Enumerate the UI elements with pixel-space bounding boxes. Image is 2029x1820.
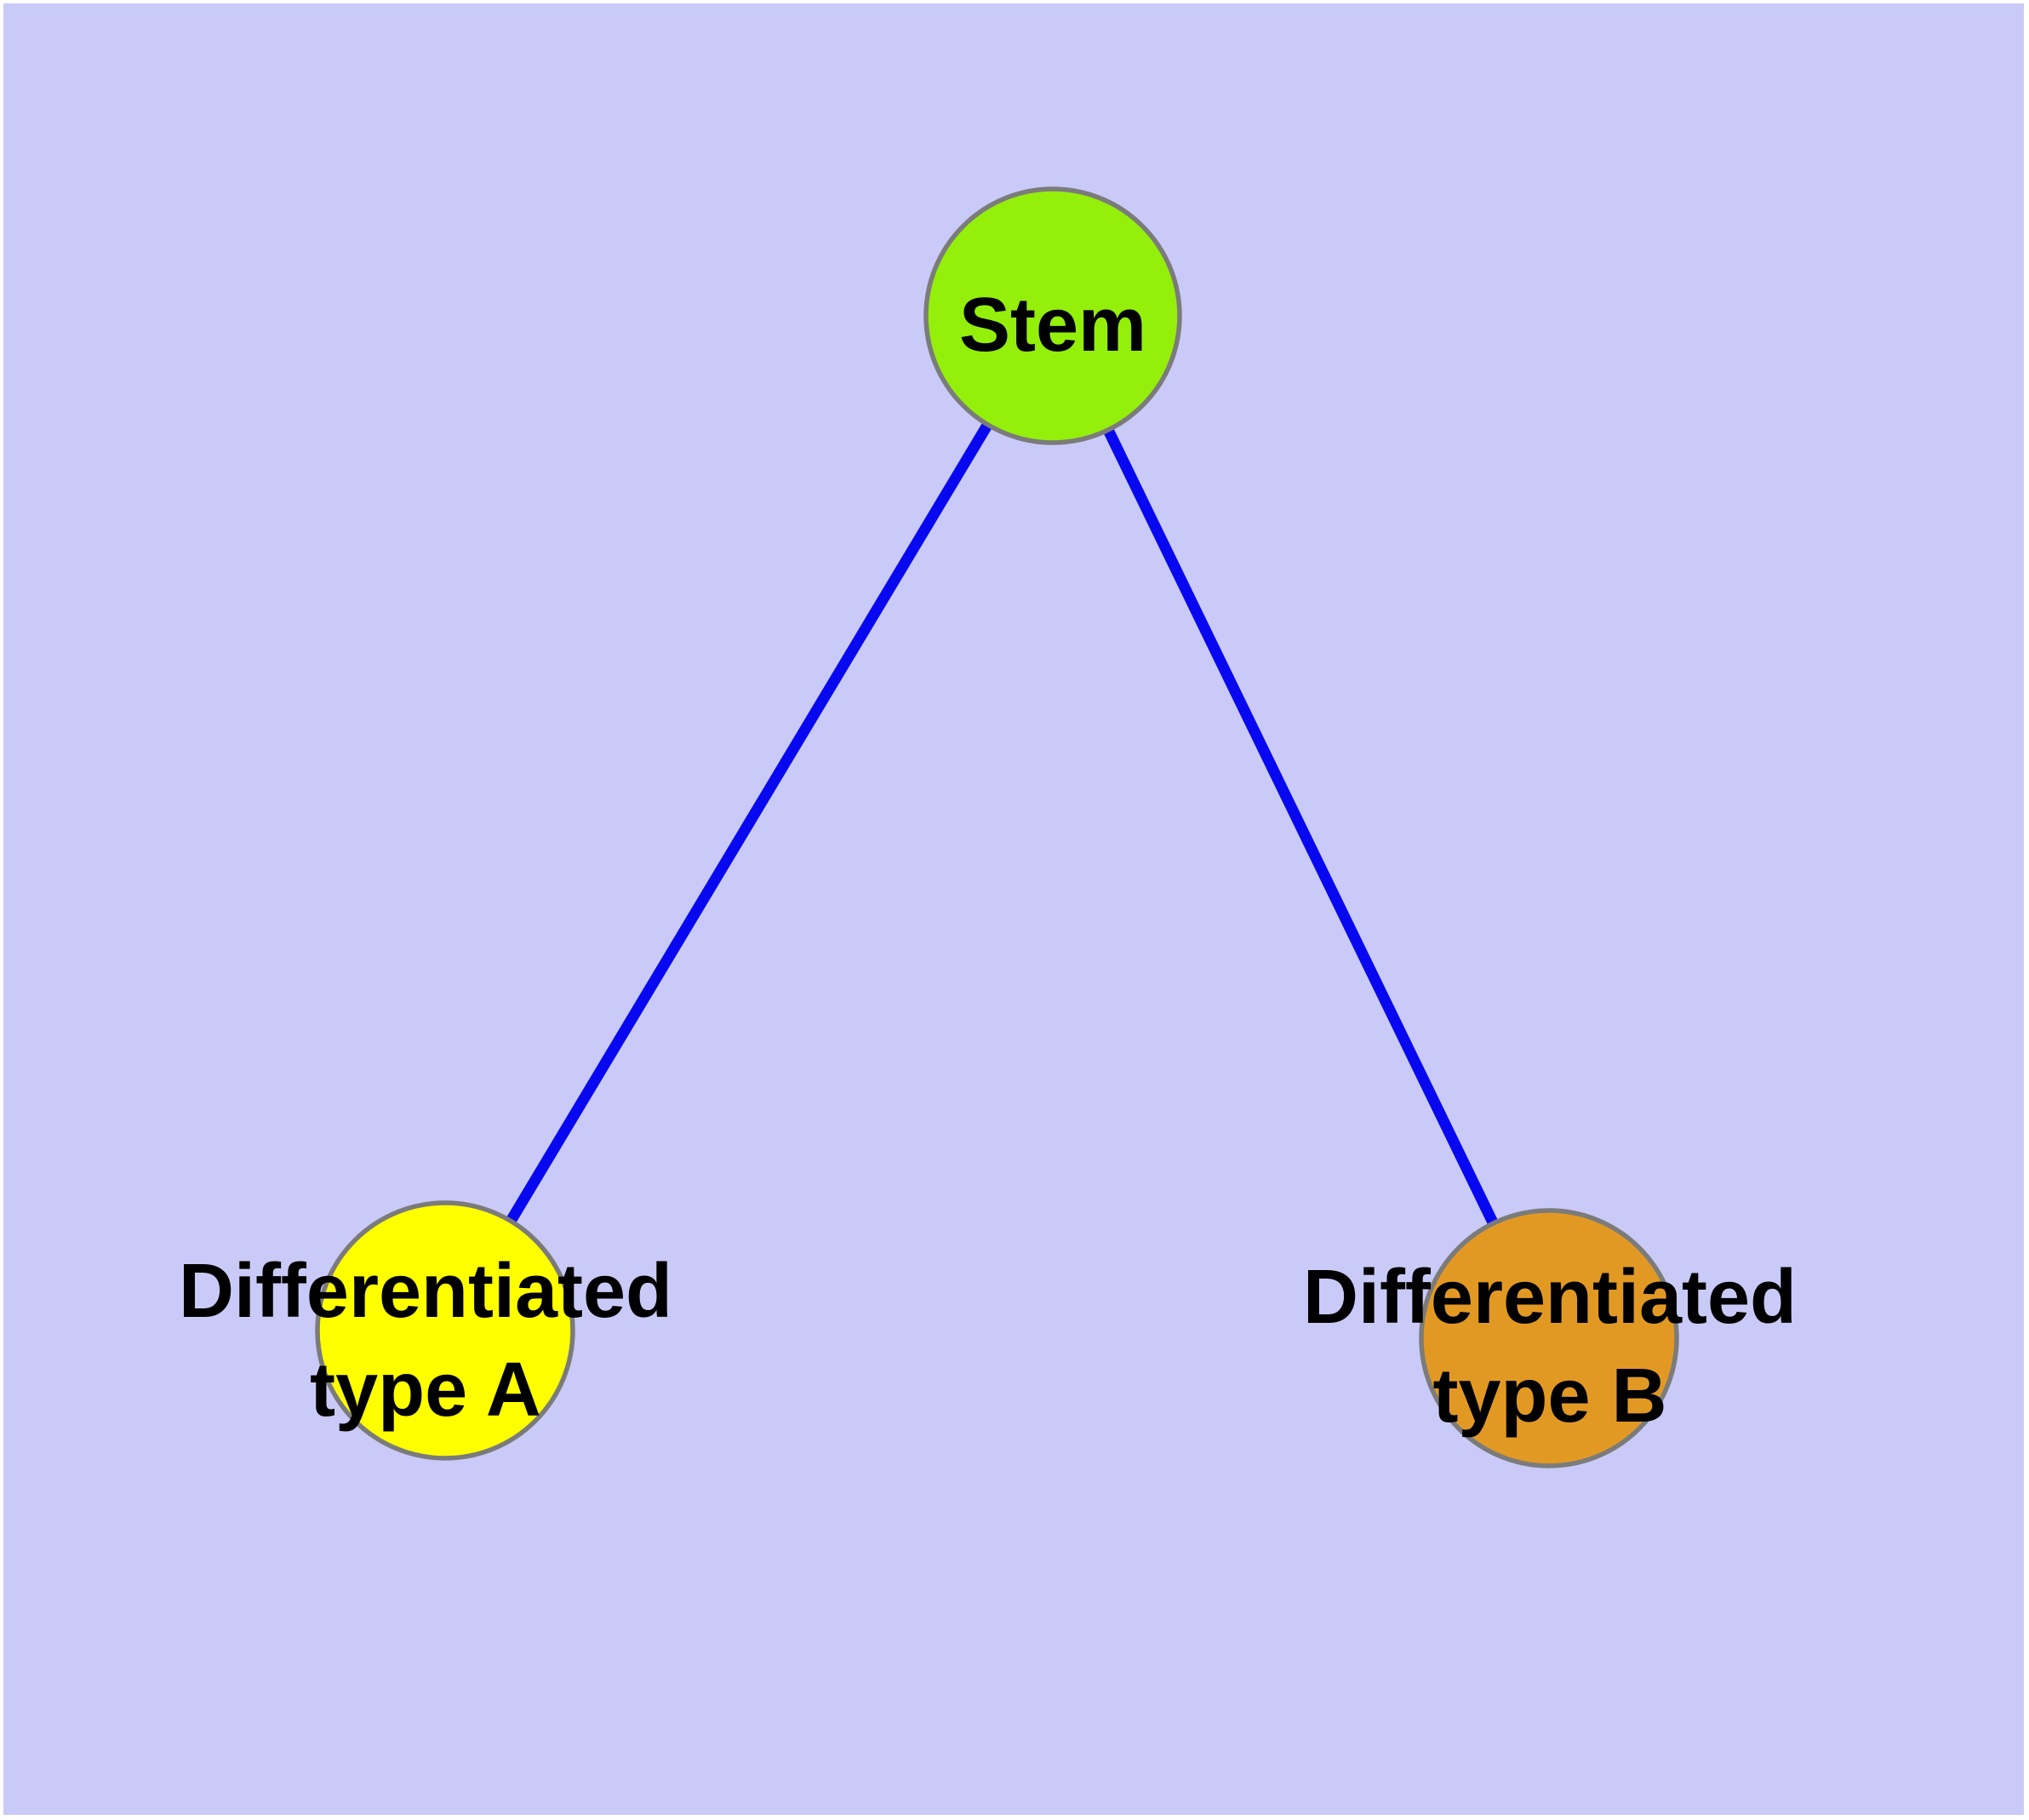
node-type-b-circle	[1419, 1208, 1679, 1468]
node-type-a-circle	[315, 1200, 575, 1461]
node-type-b-label-line1: Differentiated	[1303, 1255, 1797, 1340]
node-type-a-label-line2: type A	[310, 1348, 541, 1433]
node-type-b-label-line2: type B	[1432, 1354, 1666, 1439]
edge-stem-to-type-b	[1048, 313, 1554, 1341]
node-stem: Stem	[923, 186, 1182, 445]
node-stem-label: Stem	[959, 283, 1146, 368]
node-stem-circle	[923, 186, 1182, 445]
node-differentiated-type-b: Differentiated type B	[1303, 1208, 1797, 1468]
edge-stem-to-type-a	[440, 312, 1058, 1334]
node-differentiated-type-a: Differentiated type A	[179, 1200, 672, 1461]
node-type-a-label-line1: Differentiated	[179, 1249, 672, 1334]
